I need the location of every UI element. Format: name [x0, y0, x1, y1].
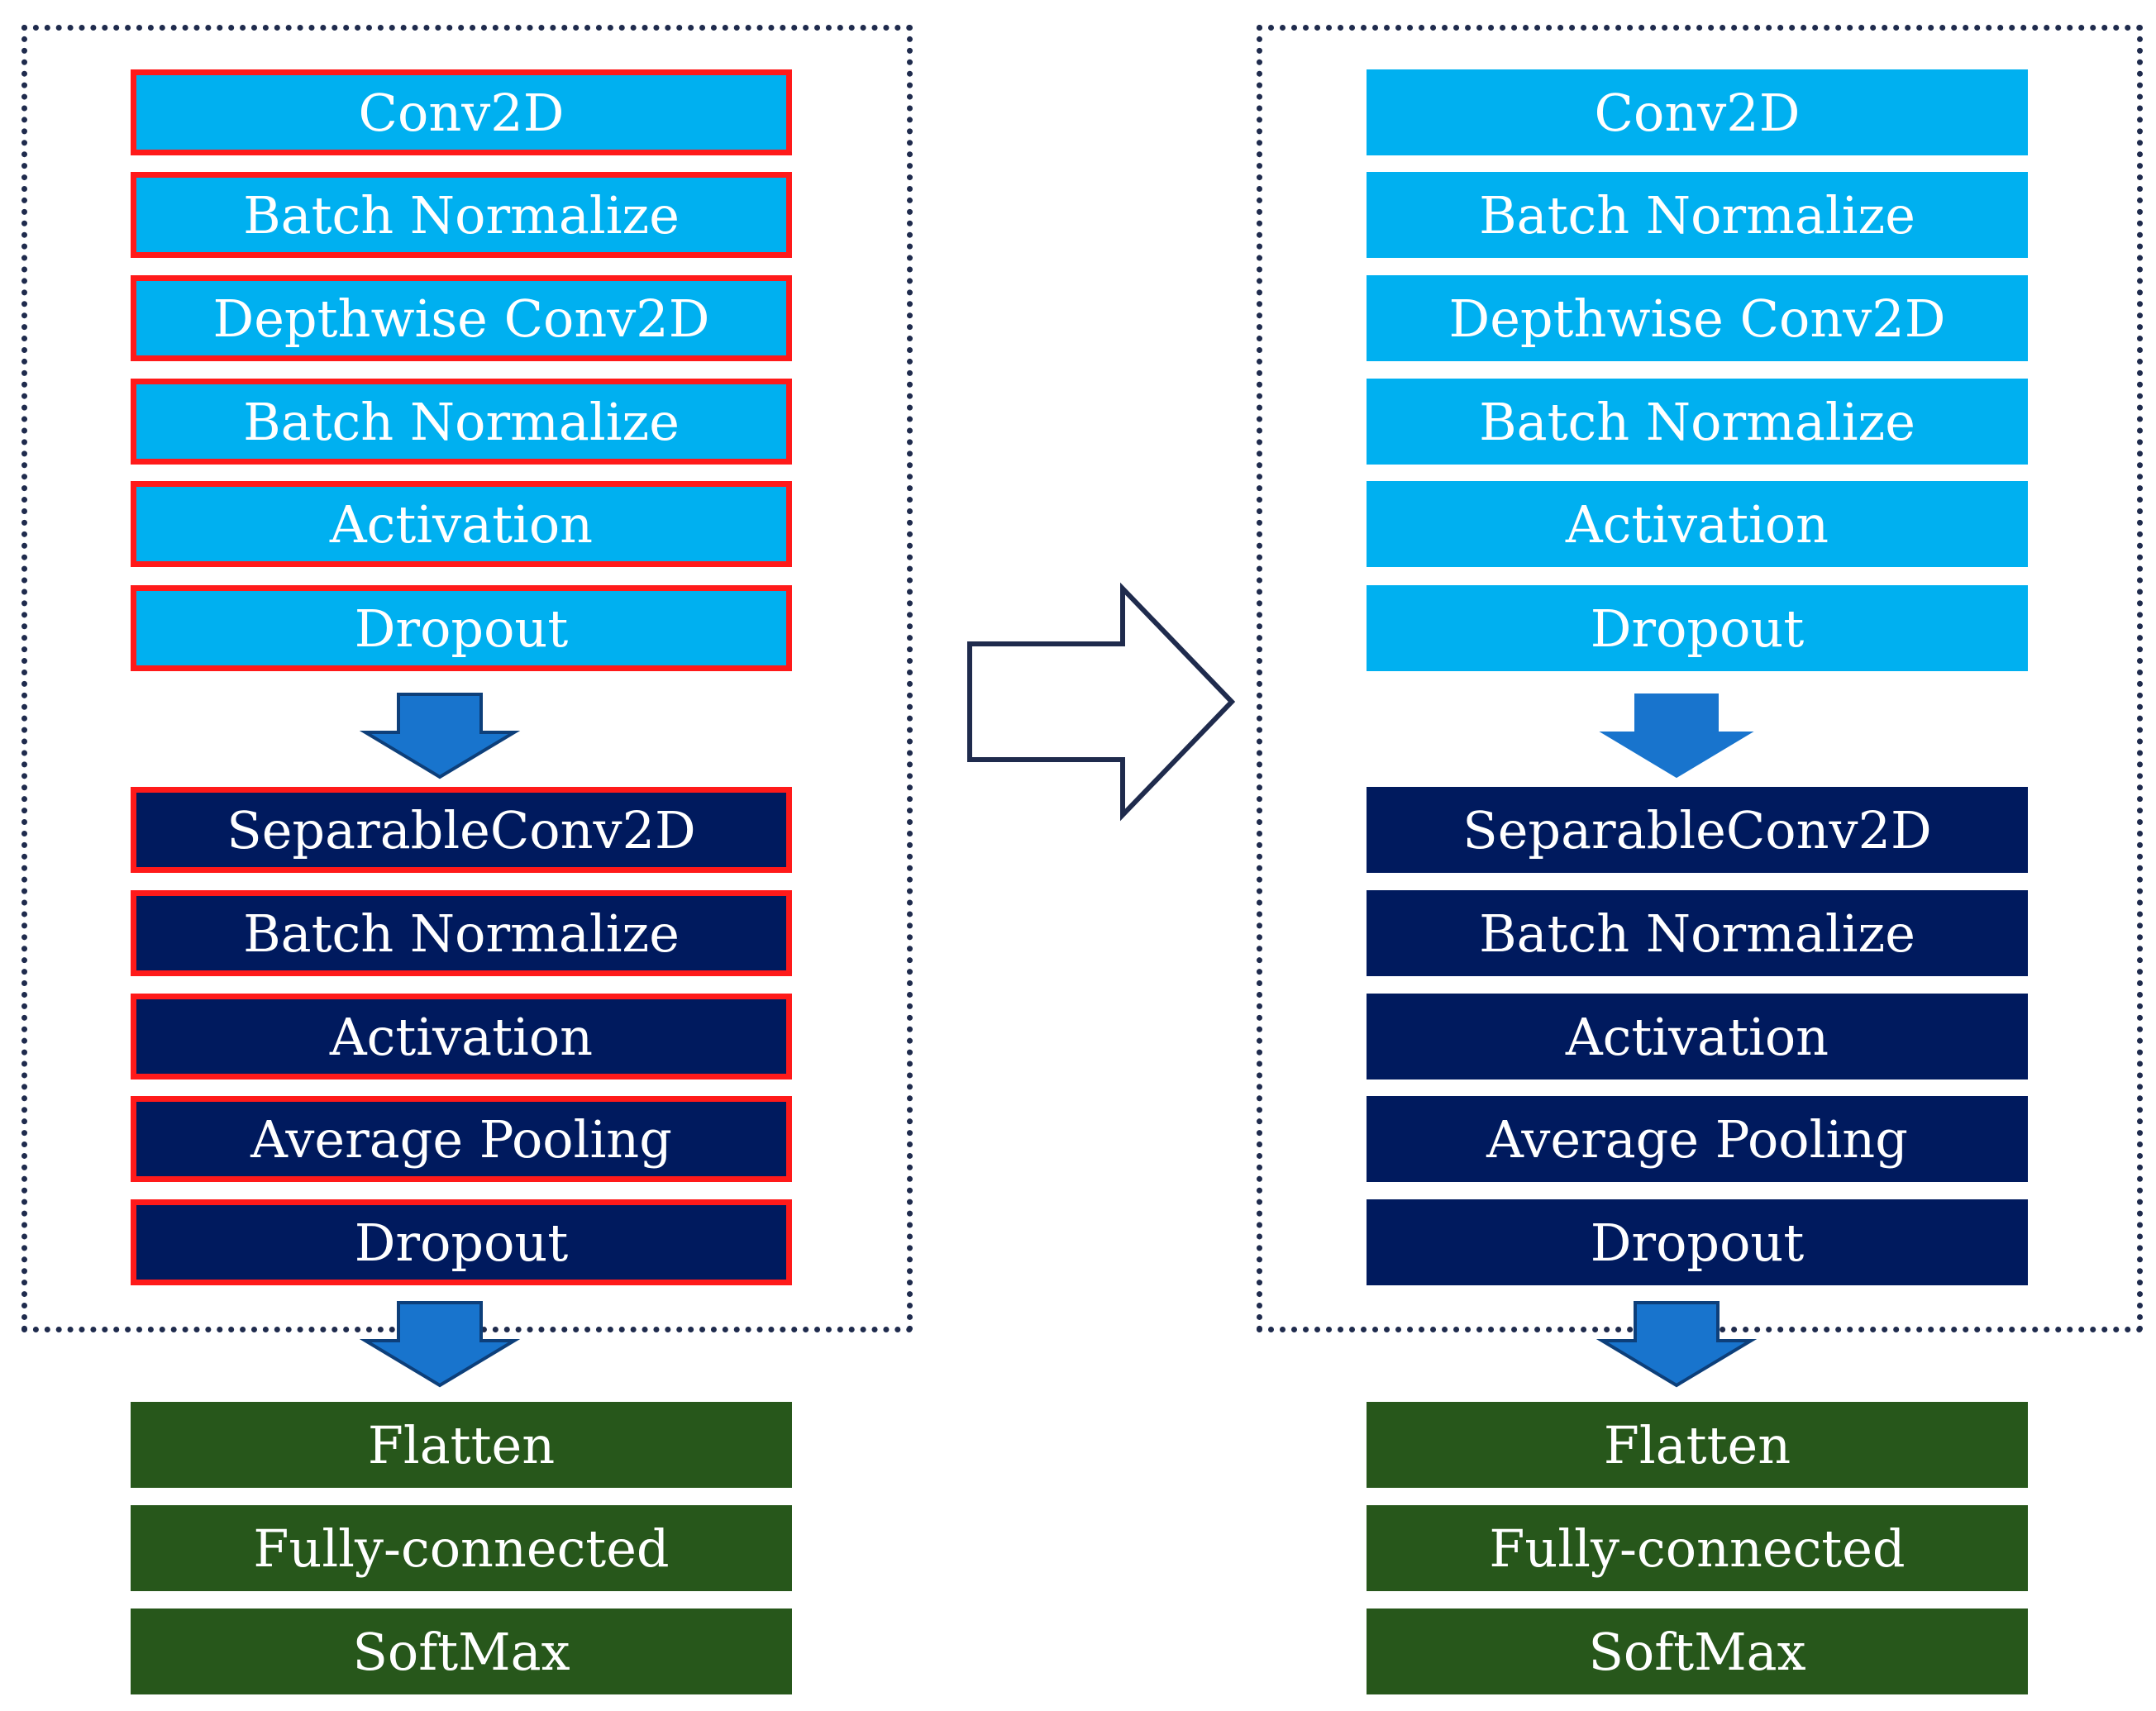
left-average-pooling-block: Average Pooling — [131, 1096, 792, 1182]
right-conv2d-block: Conv2D — [1367, 69, 2028, 155]
right-average-pooling-block: Average Pooling — [1367, 1096, 2028, 1182]
left-depthwise-conv2d-block: Depthwise Conv2D — [131, 275, 792, 361]
right-batch-normalize-block-3: Batch Normalize — [1367, 890, 2028, 976]
right-dropout-block-2: Dropout — [1367, 1199, 2028, 1285]
left-flatten-block: Flatten — [131, 1402, 792, 1488]
right-depthwise-conv2d-block: Depthwise Conv2D — [1367, 275, 2028, 361]
right-batch-normalize-block-2: Batch Normalize — [1367, 379, 2028, 465]
left-dropout-block-2: Dropout — [131, 1199, 792, 1285]
transition-right-arrow — [967, 582, 1236, 822]
left-batch-normalize-block-1: Batch Normalize — [131, 172, 792, 258]
left-activation-block-2: Activation — [131, 994, 792, 1080]
right-fully-connected-block: Fully-connected — [1367, 1505, 2028, 1591]
left-separableconv2d-block: SeparableConv2D — [131, 787, 792, 873]
right-flatten-block: Flatten — [1367, 1402, 2028, 1488]
right-column: Conv2D Batch Normalize Depthwise Conv2D … — [1367, 0, 2028, 1711]
right-down-arrow-1 — [1599, 693, 1754, 779]
left-conv2d-block: Conv2D — [131, 69, 792, 155]
right-separableconv2d-block: SeparableConv2D — [1367, 787, 2028, 873]
left-softmax-block: SoftMax — [131, 1609, 792, 1694]
right-down-arrow-2 — [1596, 1301, 1758, 1388]
left-batch-normalize-block-2: Batch Normalize — [131, 379, 792, 465]
left-batch-normalize-block-3: Batch Normalize — [131, 890, 792, 976]
right-batch-normalize-block-1: Batch Normalize — [1367, 172, 2028, 258]
right-activation-block-1: Activation — [1367, 481, 2028, 567]
right-activation-block-2: Activation — [1367, 994, 2028, 1080]
left-fully-connected-block: Fully-connected — [131, 1505, 792, 1591]
left-down-arrow-2 — [359, 1301, 521, 1388]
right-dropout-block-1: Dropout — [1367, 585, 2028, 671]
left-activation-block-1: Activation — [131, 481, 792, 567]
left-down-arrow-1 — [359, 693, 521, 779]
left-column: Conv2D Batch Normalize Depthwise Conv2D … — [131, 0, 792, 1711]
right-softmax-block: SoftMax — [1367, 1609, 2028, 1694]
left-dropout-block-1: Dropout — [131, 585, 792, 671]
